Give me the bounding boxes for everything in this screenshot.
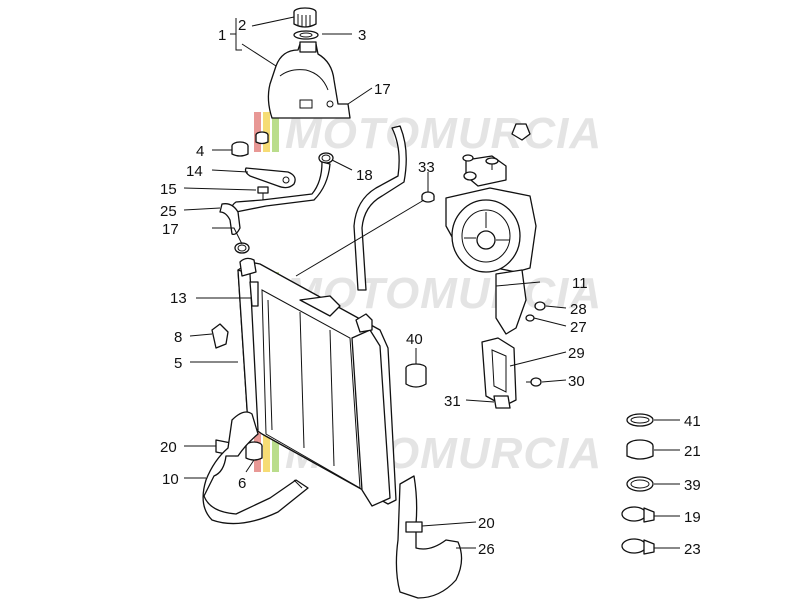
hose-clamp	[318, 152, 334, 164]
fan-washer	[525, 314, 535, 322]
callout-40: 40	[406, 331, 423, 348]
watermark-stripe-yellow	[263, 112, 270, 152]
grommet	[231, 141, 249, 157]
overflow-hose	[353, 125, 407, 291]
callout-labels: 1 2 3 17 4 14 15 25 17 18 33 13 8 5 40 1…	[160, 17, 701, 558]
callout-41: 41	[684, 413, 701, 430]
cap-gasket	[293, 30, 319, 40]
hose-clamp	[234, 242, 250, 254]
callout-17: 17	[374, 81, 391, 98]
callout-23: 23	[684, 541, 701, 558]
watermark-stripe-red	[254, 112, 261, 152]
callout-33: 33	[418, 159, 435, 176]
callout-31: 31	[444, 393, 461, 410]
callout-11: 11	[572, 275, 588, 292]
callout-6: 6	[238, 475, 246, 492]
lower-radiator-hose	[202, 411, 309, 525]
callout-1: 1	[218, 27, 226, 44]
callout-14: 14	[186, 163, 203, 180]
callout-39: 39	[684, 477, 701, 494]
watermark-stripe-green	[272, 112, 279, 152]
leader-lines	[183, 16, 680, 549]
hose-clamp-21	[626, 439, 654, 460]
callout-2: 2	[238, 17, 246, 34]
grommet	[245, 441, 263, 461]
callout-28: 28	[570, 301, 587, 318]
self-tapping-screw	[257, 186, 269, 200]
callout-13: 13	[170, 290, 187, 307]
expansion-tank	[267, 41, 351, 119]
callout-29: 29	[568, 345, 585, 362]
fan-mounting-bracket	[495, 269, 527, 335]
callout-18: 18	[356, 167, 373, 184]
short-hose	[219, 203, 241, 236]
callout-3: 3	[358, 27, 366, 44]
callout-17-lower: 17	[162, 221, 179, 238]
hose-clamp-23	[621, 538, 655, 555]
watermark-stripe-yellow	[263, 432, 270, 472]
radiator-clip	[211, 323, 229, 349]
fan-nut	[463, 171, 477, 181]
rubber-cap	[405, 363, 427, 388]
tank-fitting	[255, 131, 269, 145]
callout-8: 8	[174, 329, 182, 346]
callout-10: 10	[162, 471, 179, 488]
callout-5: 5	[174, 355, 182, 372]
hose-clamp-19	[621, 506, 655, 523]
fan-screw	[485, 157, 499, 170]
watermark-stripe-green	[272, 432, 279, 472]
callout-15: 15	[160, 181, 177, 198]
fan-nut	[534, 301, 546, 311]
cooling-fan	[445, 155, 537, 273]
hose-clamp-39	[626, 476, 654, 492]
callout-25: 25	[160, 203, 177, 220]
radiator	[237, 257, 397, 507]
callout-4: 4	[196, 143, 204, 160]
callout-27: 27	[570, 319, 587, 336]
support-plate	[481, 337, 517, 407]
hose-clamp	[405, 521, 423, 533]
callout-20-left: 20	[160, 439, 177, 456]
fan-screw	[511, 123, 531, 141]
screw	[526, 377, 542, 387]
hose-clamp-41	[626, 413, 654, 427]
callout-26: 26	[478, 541, 495, 558]
callout-19: 19	[684, 509, 701, 526]
callout-30: 30	[568, 373, 585, 390]
fan-washer	[462, 154, 474, 162]
fastener-clip	[493, 395, 511, 409]
callout-20-right: 20	[478, 515, 495, 532]
callout-21: 21	[684, 443, 701, 460]
outlet-hose	[395, 475, 463, 599]
expansion-tank-cap	[293, 7, 317, 28]
